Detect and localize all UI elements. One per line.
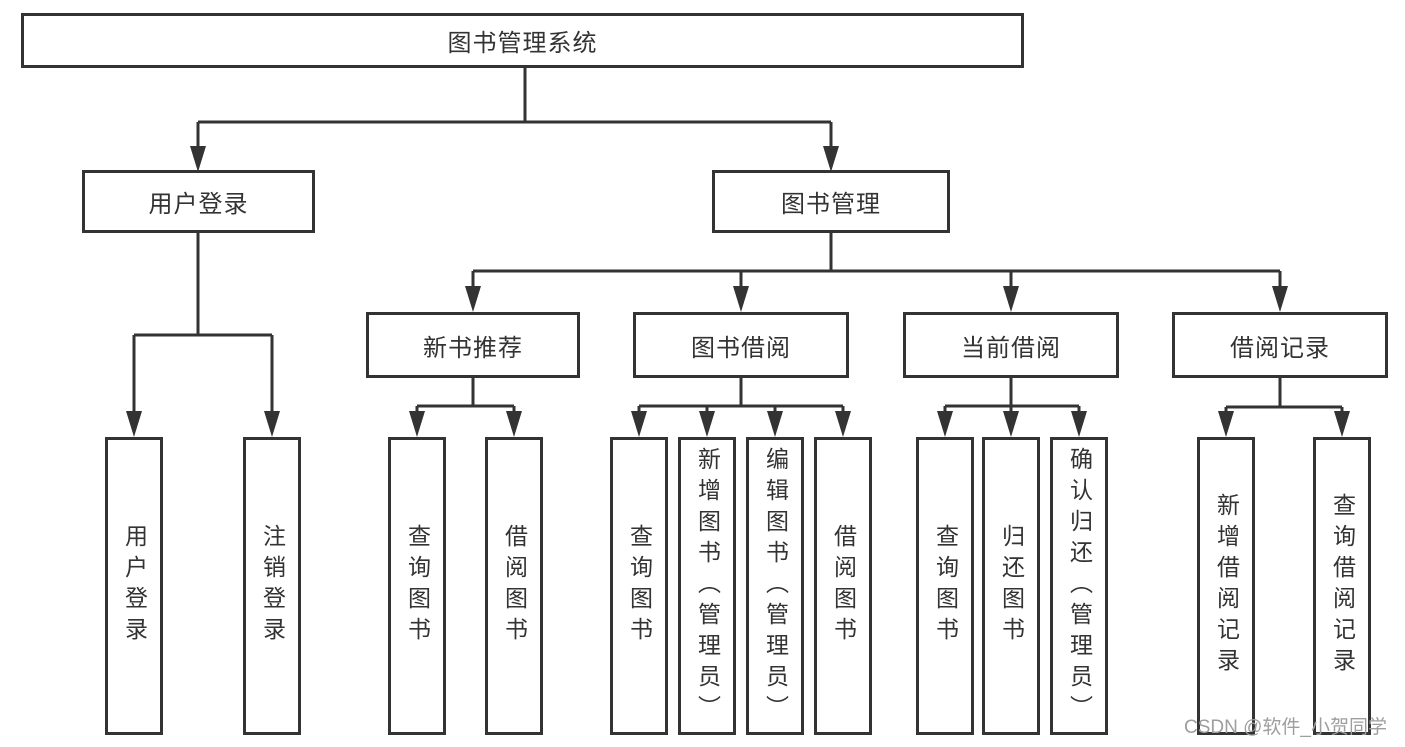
leaf-confirm-return-admin-label: 确认归还（管理员） [1066, 446, 1093, 726]
node-library-management-system: 图书管理系统 [21, 13, 1024, 68]
leaf-add-book-admin-label: 新增图书（管理员） [694, 446, 721, 726]
leaf-confirm-return-admin: 确认归还（管理员） [1050, 437, 1108, 735]
leaf-query-book-current-label: 查询图书 [932, 524, 959, 648]
leaf-query-book-borrowing: 查询图书 [610, 437, 668, 735]
leaf-return-book: 归还图书 [982, 437, 1040, 735]
leaf-query-book-recommend: 查询图书 [388, 437, 446, 735]
leaf-add-book-admin: 新增图书（管理员） [678, 437, 736, 735]
leaf-add-borrow-record-label: 新增借阅记录 [1213, 493, 1240, 679]
leaf-logout: 注销登录 [243, 437, 301, 735]
leaf-borrow-book: 借阅图书 [814, 437, 872, 735]
csdn-watermark: CSDN @软件_小贺同学 [1184, 717, 1387, 738]
node-user-login: 用户登录 [82, 170, 315, 233]
leaf-query-borrow-record-label: 查询借阅记录 [1329, 493, 1356, 679]
node-book-borrowing: 图书借阅 [633, 312, 849, 378]
leaf-query-borrow-record: 查询借阅记录 [1313, 437, 1371, 735]
leaf-query-book-current: 查询图书 [916, 437, 974, 735]
leaf-borrow-book-recommend-label: 借阅图书 [501, 524, 528, 648]
leaf-user-login: 用户登录 [105, 437, 163, 735]
leaf-edit-book-admin: 编辑图书（管理员） [746, 437, 804, 735]
leaf-query-book-borrowing-label: 查询图书 [626, 524, 653, 648]
leaf-return-book-label: 归还图书 [998, 524, 1025, 648]
leaf-query-book-recommend-label: 查询图书 [404, 524, 431, 648]
node-book-management: 图书管理 [712, 170, 950, 233]
leaf-borrow-book-recommend: 借阅图书 [485, 437, 543, 735]
node-new-book-recommend: 新书推荐 [366, 312, 580, 378]
node-current-borrowing: 当前借阅 [903, 312, 1119, 378]
leaf-add-borrow-record: 新增借阅记录 [1197, 437, 1255, 735]
leaf-logout-label: 注销登录 [259, 524, 286, 648]
leaf-user-login-label: 用户登录 [121, 524, 148, 648]
node-borrowing-records: 借阅记录 [1172, 312, 1388, 378]
leaf-borrow-book-label: 借阅图书 [830, 524, 857, 648]
arrowheads [126, 146, 1350, 437]
leaf-edit-book-admin-label: 编辑图书（管理员） [762, 446, 789, 726]
